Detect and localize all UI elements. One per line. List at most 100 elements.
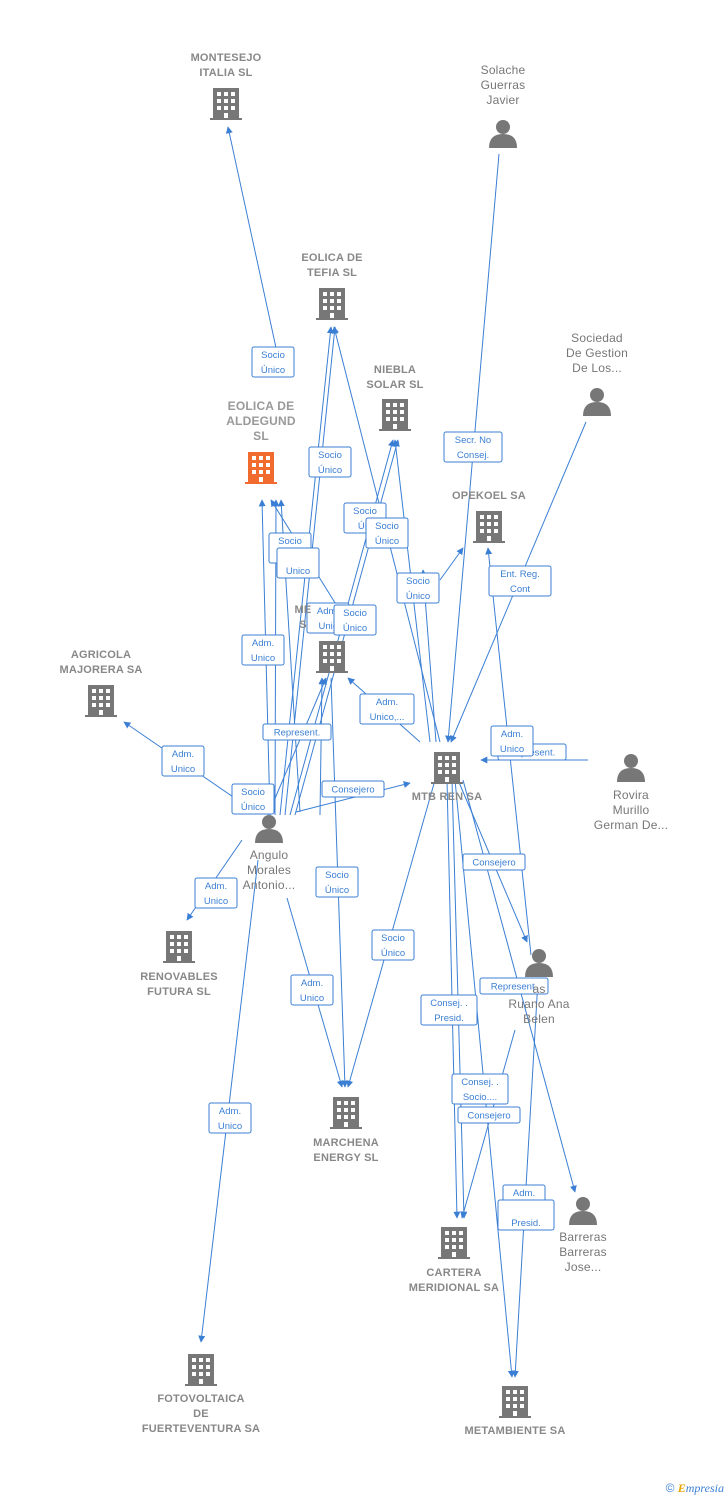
- building-icon: [245, 452, 277, 484]
- relation-tag-box: [290, 974, 334, 1006]
- building-icon: [210, 88, 242, 120]
- node-label: MERIDIONAL SA: [409, 1282, 499, 1294]
- relation-tag[interactable]: Adm.Unico: [161, 745, 205, 777]
- relation-tag[interactable]: Adm.Unico: [241, 634, 285, 666]
- relation-tag-box: [490, 725, 534, 757]
- relation-tag-label: Unico: [500, 744, 524, 755]
- relation-tag[interactable]: Represent.: [262, 723, 332, 741]
- relation-tag[interactable]: Consej. .Socio....: [451, 1073, 509, 1105]
- node-angulo[interactable]: AnguloMoralesAntonio...: [243, 815, 296, 892]
- relation-tag-box: [488, 565, 552, 597]
- relation-tag-box: [420, 994, 478, 1026]
- relation-tag[interactable]: Unico: [276, 547, 320, 579]
- relation-tag-label: Represent.: [491, 982, 537, 993]
- node-label: OPEKOEL SA: [452, 490, 526, 502]
- relation-tag[interactable]: Adm.Unico: [208, 1102, 252, 1134]
- relation-tag[interactable]: Consejero: [462, 853, 526, 871]
- relation-tag-box: [396, 572, 440, 604]
- relation-edge: [198, 859, 259, 1343]
- node-me-sl[interactable]: MES: [295, 604, 348, 673]
- building-icon: [163, 931, 195, 963]
- relation-tag-label: Unic: [318, 621, 337, 632]
- relation-tag-label: Socio: [381, 933, 405, 944]
- node-label: FUTURA SL: [147, 986, 211, 998]
- relation-tag[interactable]: Consej. .Presid.: [420, 994, 478, 1026]
- relation-tag-label: Adm.: [219, 1106, 241, 1117]
- building-icon: [330, 1097, 362, 1129]
- node-label: AGRICOLA: [71, 649, 131, 661]
- relation-tag[interactable]: Ent. Reg.Cont: [488, 565, 552, 597]
- brand-footer[interactable]: © Empresia: [666, 1481, 724, 1496]
- relation-tag-label: Consejero: [331, 785, 374, 796]
- relation-tag-label: Represent.: [274, 728, 320, 739]
- node-mtb-ren[interactable]: MTB REN SA: [412, 752, 482, 803]
- relation-edge: [318, 677, 326, 816]
- relation-tag-box: [365, 517, 409, 549]
- building-icon: [85, 685, 117, 717]
- building-icon: [473, 511, 505, 543]
- node-label: Ruano Ana: [508, 997, 569, 1011]
- relation-tag[interactable]: Consejero: [321, 780, 385, 798]
- node-label: Antonio...: [243, 878, 296, 892]
- relation-tag-label: Cont: [510, 584, 530, 595]
- relation-tag[interactable]: Adm.Unico: [290, 974, 334, 1006]
- relation-tag-box: [208, 1102, 252, 1134]
- relation-tag[interactable]: Adm.Unico,...: [359, 693, 415, 725]
- building-icon: [185, 1354, 217, 1386]
- relation-tag-box: [462, 853, 526, 871]
- relation-tag-label: Único: [343, 623, 367, 634]
- relation-tag[interactable]: Presid.: [497, 1199, 555, 1231]
- node-opekoel[interactable]: OPEKOEL SA: [452, 490, 526, 543]
- relation-tag-box: [457, 1106, 521, 1124]
- node-label: EOLICA DE: [301, 252, 362, 264]
- relation-tag-box: [241, 634, 285, 666]
- node-label: Rovira: [613, 788, 649, 802]
- building-icon: [379, 399, 411, 431]
- relation-tag-label: Consej. .: [461, 1077, 499, 1088]
- node-barreras[interactable]: BarrerasBarrerasJose...: [559, 1197, 607, 1274]
- person-icon: [489, 120, 517, 148]
- relation-tag-label: Adm.: [205, 881, 227, 892]
- building-icon: [438, 1227, 470, 1259]
- relation-tag[interactable]: Adm. Unico: [194, 877, 238, 909]
- node-label: Murillo: [613, 803, 650, 817]
- relation-tag-label: Consej. .: [430, 998, 468, 1009]
- relation-tag-box: [231, 783, 275, 815]
- relation-tag[interactable]: Adm.Unico: [490, 725, 534, 757]
- node-label: as: [532, 982, 545, 996]
- node-renovables[interactable]: RENOVABLES FUTURA SL: [140, 931, 218, 998]
- relation-tag-label: Unico: [300, 993, 324, 1004]
- relation-tag[interactable]: Represent.: [479, 977, 549, 995]
- node-metambiente[interactable]: METAMBIENTE SA: [465, 1386, 566, 1437]
- relation-tag-label: Unico: [204, 896, 228, 907]
- relation-tag-label: Consej.: [457, 450, 489, 461]
- relation-tag[interactable]: Consejero: [457, 1106, 521, 1124]
- relation-tag-box: [451, 1073, 509, 1105]
- relation-tag-box: [262, 723, 332, 741]
- node-label: Belen: [523, 1012, 555, 1026]
- node-label: SL: [253, 429, 269, 443]
- node-label: RENOVABLES: [140, 971, 218, 983]
